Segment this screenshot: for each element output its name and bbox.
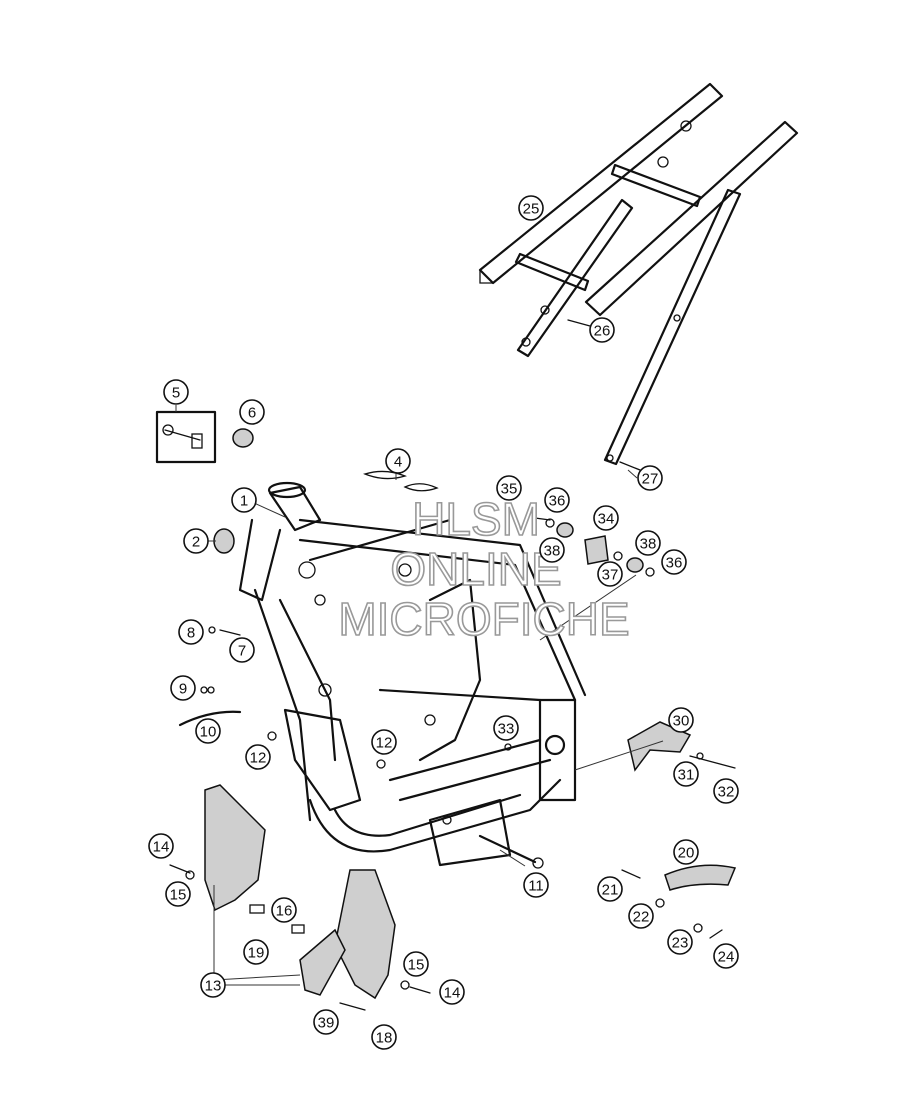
svg-text:27: 27	[642, 471, 659, 488]
callout-37: 37	[597, 561, 623, 587]
callout-23: 23	[667, 929, 693, 955]
callout-33: 33	[493, 715, 519, 741]
svg-text:38: 38	[544, 543, 561, 560]
callout-9: 9	[170, 675, 196, 701]
svg-text:2: 2	[192, 534, 200, 551]
svg-text:36: 36	[549, 493, 566, 510]
svg-text:30: 30	[673, 713, 690, 730]
svg-text:32: 32	[718, 784, 735, 801]
svg-text:18: 18	[376, 1030, 393, 1047]
svg-text:13: 13	[205, 978, 222, 995]
callout-31: 31	[673, 761, 699, 787]
svg-text:9: 9	[179, 681, 187, 698]
svg-text:25: 25	[523, 201, 540, 218]
svg-text:22: 22	[633, 909, 650, 926]
small-parts	[155, 319, 737, 1011]
svg-text:26: 26	[594, 323, 611, 340]
svg-text:7: 7	[238, 643, 246, 660]
callout-20: 20	[673, 839, 699, 865]
svg-text:35: 35	[501, 481, 518, 498]
main-frame	[238, 481, 587, 869]
svg-text:8: 8	[187, 625, 195, 642]
callout-36: 36	[544, 487, 570, 513]
callout-39: 39	[313, 1009, 339, 1035]
callout-25: 25	[518, 195, 544, 221]
callout-21: 21	[597, 876, 623, 902]
callout-6: 6	[239, 399, 265, 425]
callout-2: 2	[183, 528, 209, 554]
callout-16: 16	[271, 897, 297, 923]
callout-14: 14	[439, 979, 465, 1005]
svg-text:39: 39	[318, 1015, 335, 1032]
svg-text:12: 12	[376, 735, 393, 752]
watermark-line-1: HLSM	[412, 493, 540, 545]
watermark-line-2: ONLINE	[390, 543, 561, 595]
watermark-line-3: MICROFICHE	[338, 593, 629, 645]
callout-19: 19	[243, 939, 269, 965]
svg-text:14: 14	[153, 839, 170, 856]
svg-text:12: 12	[250, 750, 267, 767]
callout-26: 26	[589, 317, 615, 343]
svg-text:21: 21	[602, 882, 619, 899]
watermark: HLSM ONLINE MICROFICHE	[338, 492, 631, 646]
callout-32: 32	[713, 778, 739, 804]
svg-text:10: 10	[200, 724, 217, 741]
callouts: 1 2 4 5 6 7 8 9 10 11 12 12 13 14 14 15 …	[148, 195, 739, 1050]
svg-text:15: 15	[170, 887, 187, 904]
svg-text:23: 23	[672, 935, 689, 952]
svg-text:4: 4	[394, 454, 402, 471]
svg-text:5: 5	[172, 385, 180, 402]
svg-text:20: 20	[678, 845, 695, 862]
callout-38: 38	[539, 537, 565, 563]
svg-text:14: 14	[444, 985, 461, 1002]
svg-text:34: 34	[598, 511, 615, 528]
svg-text:36: 36	[666, 555, 683, 572]
svg-text:6: 6	[248, 405, 256, 422]
frame-guards	[204, 784, 396, 1000]
callout-27: 27	[637, 465, 663, 491]
callout-12: 12	[371, 729, 397, 755]
svg-text:37: 37	[602, 567, 619, 584]
leader-lines	[175, 325, 664, 986]
callout-34: 34	[593, 505, 619, 531]
callout-12: 12	[245, 744, 271, 770]
callout-38: 38	[635, 530, 661, 556]
callout-15: 15	[165, 881, 191, 907]
svg-text:15: 15	[408, 957, 425, 974]
svg-text:31: 31	[678, 767, 695, 784]
svg-text:38: 38	[640, 536, 657, 553]
svg-text:1: 1	[240, 493, 248, 510]
callout-4: 4	[385, 448, 411, 474]
callout-18: 18	[371, 1024, 397, 1050]
callout-7: 7	[229, 637, 255, 663]
svg-text:19: 19	[248, 945, 265, 962]
callout-24: 24	[713, 943, 739, 969]
callout-35: 35	[496, 475, 522, 501]
svg-text:16: 16	[276, 903, 293, 920]
callout-11: 11	[523, 872, 549, 898]
subframe	[478, 82, 799, 466]
callout-8: 8	[178, 619, 204, 645]
callout-30: 30	[668, 707, 694, 733]
callout-14: 14	[148, 833, 174, 859]
callout-13: 13	[200, 972, 226, 998]
callout-1: 1	[231, 487, 257, 513]
callout-10: 10	[195, 718, 221, 744]
callout-22: 22	[628, 903, 654, 929]
callout-5: 5	[163, 379, 189, 405]
svg-text:33: 33	[498, 721, 515, 738]
svg-text:11: 11	[528, 878, 544, 895]
callout-15: 15	[403, 951, 429, 977]
svg-text:24: 24	[718, 949, 735, 966]
callout-36: 36	[661, 549, 687, 575]
